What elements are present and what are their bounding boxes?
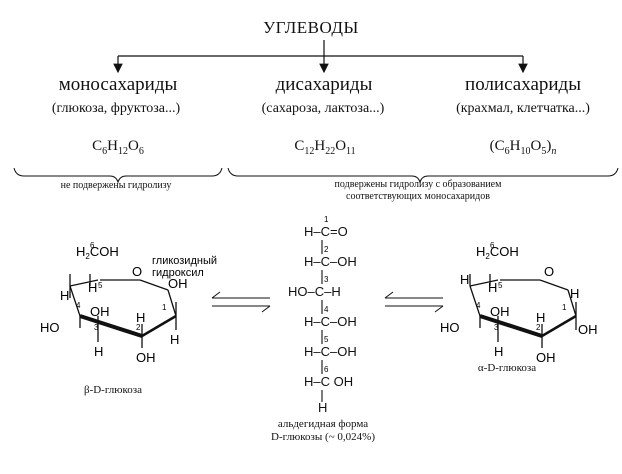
note-di-poly: подвержены гидролизу с образованием соот…	[334, 179, 502, 202]
svg-text:H: H	[494, 344, 503, 359]
beta-h2coh: H2COH	[76, 244, 119, 261]
svg-text:OH: OH	[136, 350, 156, 365]
svg-text:H: H	[488, 280, 497, 295]
svg-text:3: 3	[324, 275, 329, 284]
svg-text:OH: OH	[536, 350, 556, 365]
svg-text:4: 4	[476, 301, 481, 310]
class-di-examples: (сахароза, лактоза...)	[261, 101, 385, 116]
svg-text:H–C–OH: H–C–OH	[304, 254, 357, 269]
svg-text:H: H	[536, 310, 545, 325]
linear-glucose-label: альдегидная форма D-глюкозы (~ 0,024%)	[271, 418, 375, 443]
alpha-glucose-ring: H2COH 6 O H 5 H 4 HO OH 3 H 2 H OH 1 H O…	[440, 241, 598, 365]
svg-text:H–C=O: H–C=O	[304, 224, 348, 239]
svg-text:4: 4	[324, 305, 329, 314]
svg-text:O: O	[544, 264, 554, 279]
glycosidic-label: гликозидный	[152, 255, 217, 267]
svg-text:1: 1	[162, 303, 167, 312]
svg-text:HO: HO	[40, 320, 60, 335]
class-poly-name: полисахариды	[465, 74, 581, 95]
svg-text:6: 6	[324, 365, 329, 374]
svg-text:OH: OH	[168, 276, 188, 291]
svg-text:6: 6	[90, 241, 95, 250]
svg-text:H: H	[60, 288, 69, 303]
svg-text:OH: OH	[90, 304, 110, 319]
beta-ring-o: O	[132, 264, 142, 279]
svg-text:5: 5	[98, 281, 103, 290]
formula-di: C12H22O11	[294, 138, 356, 157]
svg-text:H: H	[170, 332, 179, 347]
class-mono-examples: (глюкоза, фруктоза...)	[51, 101, 181, 116]
svg-text:H–C–OH: H–C–OH	[304, 344, 357, 359]
svg-text:5: 5	[498, 281, 503, 290]
formula-mono: C6H12O6	[92, 138, 144, 157]
svg-text:3: 3	[494, 323, 499, 332]
svg-text:2: 2	[324, 245, 329, 254]
svg-text:HO–C–H: HO–C–H	[288, 284, 341, 299]
svg-text:H: H	[94, 344, 103, 359]
alpha-glucose-label: α-D-глюкоза	[477, 362, 537, 374]
svg-text:1: 1	[324, 215, 329, 224]
svg-text:OH: OH	[578, 322, 598, 337]
svg-text:5: 5	[324, 335, 329, 344]
formula-poly: (C6H10O5)n	[489, 138, 557, 157]
svg-text:H: H	[570, 286, 579, 301]
page-title: УГЛЕВОДЫ	[263, 18, 359, 37]
class-mono-name: моносахариды	[58, 74, 178, 95]
svg-text:1: 1	[562, 303, 567, 312]
svg-text:H: H	[88, 280, 97, 295]
svg-text:3: 3	[94, 323, 99, 332]
class-poly-examples: (крахмал, клетчатка...)	[456, 101, 590, 116]
svg-text:HO: HO	[440, 320, 460, 335]
svg-text:H–C–OH: H–C–OH	[304, 314, 357, 329]
class-di-name: дисахариды	[275, 74, 373, 95]
beta-glucose-ring: H2COH 6 O H 5 H 4 HO OH 3 H 2 H OH 1 OH …	[40, 241, 217, 365]
beta-glucose-label: β-D-глюкоза	[83, 384, 143, 396]
svg-text:H: H	[136, 310, 145, 325]
svg-text:H–C OH: H–C OH	[304, 374, 353, 389]
svg-text:4: 4	[76, 301, 81, 310]
linear-glucose: H–C=O H–C–OH HO–C–H H–C–OH H–C–OH H–C OH…	[288, 215, 357, 415]
svg-text:2: 2	[536, 323, 541, 332]
svg-text:2: 2	[136, 323, 141, 332]
svg-text:H: H	[460, 272, 469, 287]
note-mono: не подвержены гидролизу	[60, 180, 172, 191]
svg-text:гидроксил: гидроксил	[152, 267, 204, 279]
svg-text:H: H	[318, 400, 327, 415]
svg-text:H2COH: H2COH	[476, 244, 519, 261]
svg-text:6: 6	[490, 241, 495, 250]
svg-text:OH: OH	[490, 304, 510, 319]
